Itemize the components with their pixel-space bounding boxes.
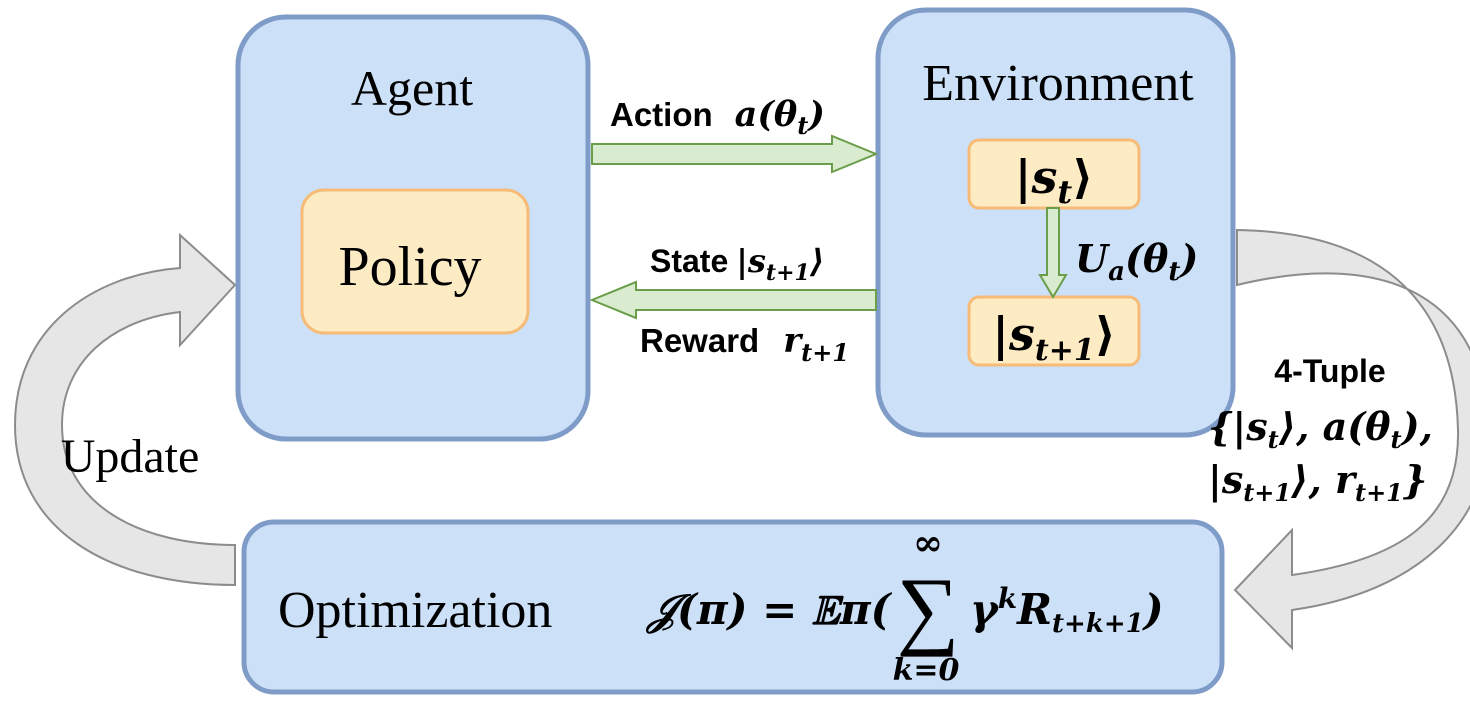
optimization-label: Optimization xyxy=(278,582,552,639)
objective-rhs: γkRt+k+1) xyxy=(970,582,1164,639)
update-label: Update xyxy=(61,430,200,483)
objective-lhs: 𝒥(π) = 𝔼π( xyxy=(645,585,893,634)
sum-lower-limit: k=0 xyxy=(893,653,960,688)
state-next-label: |st+1⟩ xyxy=(992,307,1116,368)
policy-box xyxy=(300,188,530,335)
tuple-line-2: |st+1⟩, rt+1} xyxy=(1208,457,1427,507)
optimization-box xyxy=(241,519,1225,695)
sum-symbol: ∑ xyxy=(897,561,960,658)
tuple-cycle-arrow xyxy=(1233,228,1470,651)
transition-operator-label: Ua(θt) xyxy=(1075,236,1198,287)
tuple-title: 4-Tuple xyxy=(1274,353,1385,389)
tuple-line-1: {|st⟩, a(θt), xyxy=(1208,404,1433,454)
agent-title: Agent xyxy=(351,60,473,116)
action-arrow xyxy=(591,134,879,174)
sum-upper-limit: ∞ xyxy=(913,522,943,564)
transition-arrow xyxy=(1038,207,1068,299)
state-label: State|st+1⟩ xyxy=(650,242,824,286)
state-current-label: |st⟩ xyxy=(1015,150,1093,211)
policy-label: Policy xyxy=(338,236,481,298)
update-cycle-arrow xyxy=(13,232,237,587)
environment-title: Environment xyxy=(922,55,1194,112)
state-reward-arrow xyxy=(589,280,877,320)
